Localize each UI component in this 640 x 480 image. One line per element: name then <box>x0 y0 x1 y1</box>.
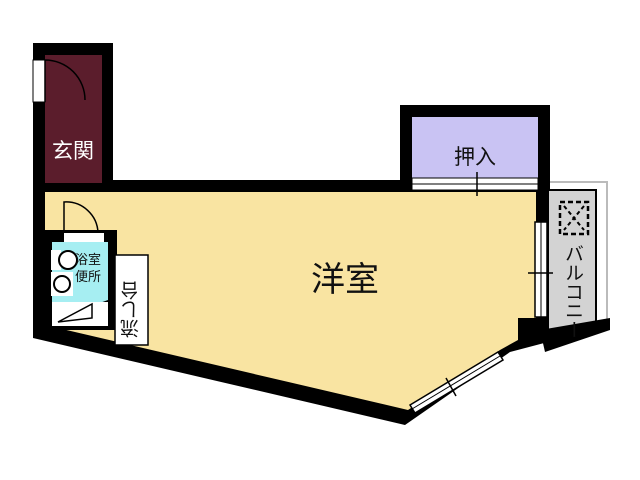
entrance-label: 玄関 <box>52 139 94 163</box>
toilet-label: 便所 <box>75 270 101 285</box>
sliding-door <box>411 172 539 196</box>
western-room-label: 洋室 <box>311 260 379 300</box>
bath-label: 浴室 <box>75 252 101 268</box>
western-room-floor <box>45 192 536 410</box>
door-swing-icon <box>44 59 86 102</box>
balcony <box>540 181 610 352</box>
window-icon <box>528 221 553 318</box>
sink-label: 流し台 <box>120 281 142 338</box>
air-conditioner-outdoor-unit-icon <box>558 200 590 236</box>
bathtub-icon <box>51 272 73 296</box>
kitchen-sink <box>114 254 149 346</box>
closet-floor <box>412 117 538 178</box>
window-icon <box>408 350 505 415</box>
entrance-floor <box>45 55 102 183</box>
sink-icon <box>52 302 108 326</box>
door-swing-icon <box>63 201 99 234</box>
toilet-icon <box>51 250 78 270</box>
closet-label: 押入 <box>454 145 496 169</box>
balcony-label: バルコニー <box>562 244 584 339</box>
